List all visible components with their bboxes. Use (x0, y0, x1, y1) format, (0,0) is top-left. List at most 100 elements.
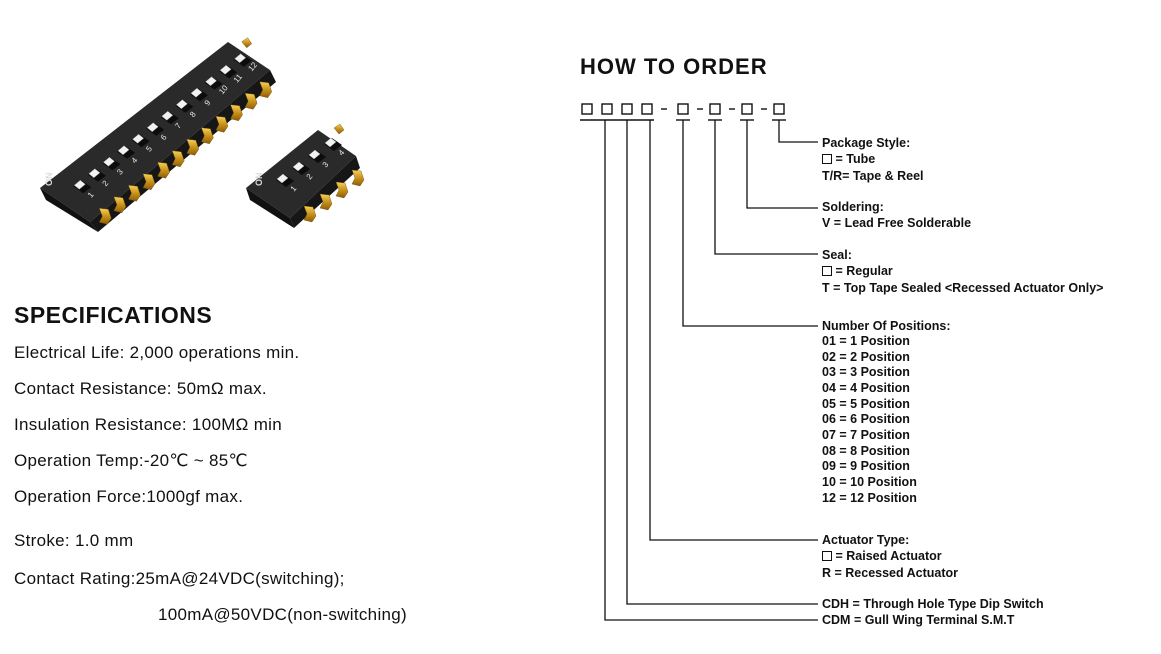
code-box-2 (601, 103, 613, 115)
gold-terminal (241, 37, 252, 49)
seal-regular: = Regular (822, 263, 893, 279)
position-option: 08 = 8 Position (822, 444, 910, 458)
gold-terminal (201, 127, 214, 144)
actuator-knob (205, 76, 217, 87)
actuator-knob (88, 168, 101, 179)
actuator-knob (292, 161, 305, 172)
package-style-tape-reel: T/R= Tape & Reel (822, 169, 924, 183)
code-box-5 (677, 103, 689, 115)
position-option: 05 = 5 Position (822, 397, 910, 411)
gold-terminal (113, 196, 127, 213)
actuator-knob (73, 179, 86, 190)
actuator-knob (161, 110, 174, 121)
actuator-knob (132, 133, 145, 144)
gold-terminal (128, 185, 141, 202)
actuator-knob (219, 64, 232, 75)
gold-terminal (230, 104, 243, 121)
gold-terminal (142, 173, 156, 190)
actuator-knob (103, 156, 115, 167)
position-number: 4 (130, 155, 140, 165)
position-option: 01 = 1 Position (822, 334, 910, 348)
how-to-order-title: HOW TO ORDER (580, 54, 768, 79)
leader-soldering (746, 120, 818, 209)
gold-terminal (157, 162, 170, 179)
series-cdh: CDH = Through Hole Type Dip Switch (822, 597, 1044, 611)
code-box-6 (709, 103, 721, 115)
position-number: 1 (289, 184, 299, 194)
position-option: 10 = 10 Position (822, 475, 917, 489)
package-style-heading: Package Style: (822, 136, 911, 150)
actuator-knob (117, 145, 130, 156)
gold-terminal (98, 208, 112, 225)
position-number: 6 (159, 132, 169, 142)
position-option: 06 = 6 Position (822, 412, 910, 426)
leader-positions (682, 120, 818, 327)
code-box-4 (641, 103, 653, 115)
blank-code-box-icon (822, 154, 832, 164)
spec-operation-temp: Operation Temp:-20℃ ~ 85℃ (14, 451, 248, 470)
position-option: 04 = 4 Position (822, 381, 910, 395)
small-switch-on-label: ON (254, 173, 264, 187)
leader-series-cdm (604, 120, 818, 621)
actuator-knob (146, 122, 159, 133)
actuator-knob (190, 87, 203, 98)
gold-terminal (171, 150, 185, 167)
spec-contact-resistance: Contact Resistance: 50mΩ max. (14, 379, 267, 398)
actuator-heading: Actuator Type: (822, 533, 910, 547)
position-option: 03 = 3 Position (822, 365, 910, 379)
gold-terminal (319, 193, 333, 211)
actuator-recessed: R = Recessed Actuator (822, 566, 959, 580)
position-number: 1 (86, 190, 96, 200)
spec-contact-rating-cont: 100mA@50VDC(non-switching) (158, 605, 407, 624)
seal-top-tape: T = Top Tape Sealed <Recessed Actuator O… (822, 281, 1104, 295)
package-style-tube: = Tube (822, 151, 875, 167)
actuator-knob (324, 137, 337, 148)
actuator-knob (276, 173, 289, 184)
spec-contact-rating: Contact Rating:25mA@24VDC(switching); (14, 569, 345, 588)
actuator-knob (234, 53, 247, 64)
position-number: 4 (337, 148, 347, 158)
position-number: 9 (203, 98, 213, 108)
code-box-7 (741, 103, 753, 115)
gold-terminal (215, 116, 229, 133)
position-number: 2 (101, 178, 111, 188)
large-switch-side (40, 188, 98, 232)
leader-actuator (649, 120, 818, 541)
leader-series-cdh (626, 120, 818, 605)
soldering-heading: Soldering: (822, 200, 884, 214)
seal-heading: Seal: (822, 248, 852, 262)
soldering-lead-free: V = Lead Free Solderable (822, 216, 972, 230)
gold-terminal (186, 139, 200, 156)
position-option: 02 = 2 Position (822, 350, 910, 364)
spec-insulation-resistance: Insulation Resistance: 100MΩ min (14, 415, 282, 434)
code-box-8 (773, 103, 785, 115)
large-switch-on-label: ON (44, 173, 54, 187)
position-option: 07 = 7 Position (822, 428, 910, 442)
leader-seal (714, 120, 818, 255)
actuator-raised: = Raised Actuator (822, 548, 942, 564)
series-cdm: CDM = Gull Wing Terminal S.M.T (822, 613, 1015, 627)
blank-code-box-icon (822, 551, 832, 561)
position-number: 8 (188, 109, 198, 119)
gold-terminal (333, 123, 345, 135)
code-box-1 (581, 103, 593, 115)
position-option: 12 = 12 Position (822, 491, 917, 505)
gold-terminal (244, 93, 258, 110)
gold-terminal (351, 169, 365, 187)
position-number: 5 (144, 144, 154, 154)
spec-stroke: Stroke: 1.0 mm (14, 531, 134, 550)
specifications-title: SPECIFICATIONS (14, 302, 213, 328)
position-number: 3 (115, 167, 125, 177)
gold-terminal (259, 81, 272, 98)
actuator-knob (175, 99, 188, 110)
leader-package-style (778, 120, 818, 143)
code-box-3 (621, 103, 633, 115)
spec-operation-force: Operation Force:1000gf max. (14, 487, 244, 506)
gold-terminal (335, 181, 349, 199)
spec-electrical-life: Electrical Life: 2,000 operations min. (14, 343, 300, 362)
positions-heading: Number Of Positions: (822, 319, 951, 333)
